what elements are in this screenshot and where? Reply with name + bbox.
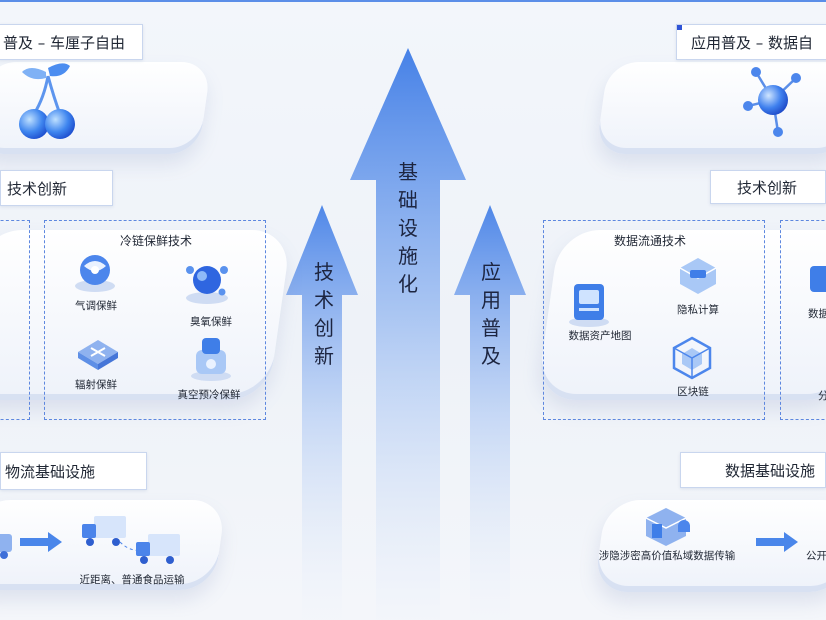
left-tech-label-text: 技术创新	[7, 179, 68, 198]
left-infra-label-text: 物流基础设施	[5, 462, 96, 481]
right-item-label-3: 区块链	[677, 386, 709, 398]
molecule-icon	[743, 67, 801, 137]
left-arrow-label: 技术创新	[314, 260, 334, 368]
right-panel	[543, 220, 765, 420]
top-accent-line	[0, 0, 826, 2]
right-partial-caption: 公开	[806, 550, 826, 562]
controlled-atmosphere-icon	[75, 255, 115, 292]
right-infra-label-text: 数据基础设施	[725, 461, 816, 480]
blockchain-icon	[672, 336, 712, 380]
right-partial-panel	[780, 220, 826, 420]
main-arrow-shape	[350, 48, 466, 620]
left-transport-caption: 近距离、普通食品运输	[79, 574, 185, 586]
right-top-label-text: 应用普及 – 数据自	[691, 33, 814, 52]
truck-icon	[82, 516, 180, 564]
truck-partial-icon	[0, 534, 12, 559]
right-arrow-label: 应用普及	[481, 260, 501, 368]
vacuum-precooling-icon	[191, 338, 231, 381]
item-label-1: 气调保鲜	[75, 300, 117, 312]
privacy-computing-icon	[679, 258, 717, 294]
right-partial-item-1: 数据	[808, 308, 826, 320]
left-top-label: 普及 – 车厘子自由	[0, 24, 143, 60]
arrow-right-icon-2	[756, 532, 798, 552]
left-infra-label: 物流基础设施	[0, 452, 147, 490]
ozone-icon	[186, 266, 228, 304]
left-tech-label: 技术创新	[0, 170, 113, 206]
right-arrow-shape	[454, 205, 526, 620]
main-arrow-label: 基础设施化	[398, 160, 418, 296]
right-item-label-2: 隐私计算	[677, 304, 719, 316]
right-partial-item-2: 分	[818, 390, 826, 402]
left-partial-panel	[0, 220, 30, 420]
right-top-label: 应用普及 – 数据自	[676, 24, 826, 60]
right-panel-title: 数据流通技术	[614, 234, 687, 248]
server-icon	[645, 508, 690, 546]
left-top-label-text: 普及 – 车厘子自由	[3, 33, 126, 52]
arrow-right-icon	[20, 532, 62, 552]
left-panel-title: 冷链保鲜技术	[120, 234, 193, 248]
left-panel	[44, 220, 266, 420]
center-arrows	[286, 48, 526, 620]
left-arrow-shape	[286, 205, 358, 620]
radiation-icon	[78, 340, 118, 370]
item-label-2: 臭氧保鲜	[190, 316, 232, 328]
item-label-3: 辐射保鲜	[75, 379, 117, 391]
cherry-icon	[19, 63, 75, 139]
right-tech-label: 技术创新	[710, 170, 826, 204]
data-asset-map-icon	[569, 284, 609, 327]
right-tech-label-text: 技术创新	[737, 178, 798, 197]
right-infra-label: 数据基础设施	[680, 452, 826, 488]
right-transport-caption: 涉隐涉密高价值私域数据传输	[598, 550, 736, 562]
right-item-label-1: 数据资产地图	[568, 330, 632, 342]
item-label-4: 真空预冷保鲜	[177, 389, 241, 401]
partial-item-icon	[810, 266, 826, 292]
label-corner-marker	[677, 25, 682, 30]
